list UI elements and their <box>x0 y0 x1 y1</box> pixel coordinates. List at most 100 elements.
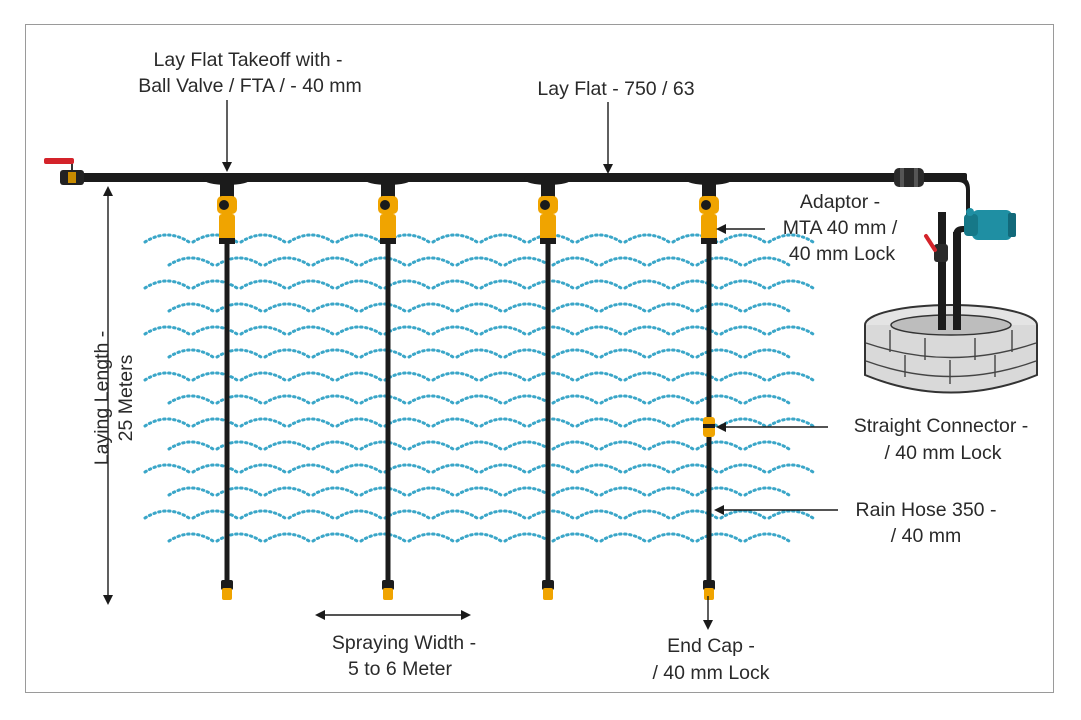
spray-arc <box>167 532 215 543</box>
spray-arc <box>479 233 527 244</box>
spray-arc <box>695 394 743 405</box>
spray-arc <box>311 256 359 267</box>
spray-arc <box>551 394 599 405</box>
spray-arc <box>383 371 431 382</box>
end-cap-lock <box>542 580 554 590</box>
spray-arc <box>215 440 263 451</box>
spray-arc <box>287 463 335 474</box>
spray-arc <box>743 486 791 497</box>
spray-arc <box>575 371 623 382</box>
rain-hose-3 <box>524 173 572 600</box>
rainhose-label-line1: Rain Hose 350 - <box>856 499 997 521</box>
end-cap-icon <box>704 588 714 600</box>
spray-arc <box>167 348 215 359</box>
takeoff-label-line2: Ball Valve / FTA / - 40 mm <box>138 75 362 97</box>
spray-arc <box>311 302 359 313</box>
spray-arc <box>527 463 575 474</box>
spray-arc <box>599 440 647 451</box>
spray-arc <box>143 371 191 382</box>
pipe-coupler-icon <box>894 168 924 187</box>
spray-arc <box>743 348 791 359</box>
spray-arc <box>167 394 215 405</box>
spray-arc <box>407 256 455 267</box>
spray-arc <box>719 463 767 474</box>
spray-arc <box>575 233 623 244</box>
spray-arc <box>239 371 287 382</box>
spray-arc <box>383 417 431 428</box>
spray-arc <box>455 256 503 267</box>
spray-arc <box>383 325 431 336</box>
spray-arc <box>647 486 695 497</box>
spray-arc <box>407 486 455 497</box>
spray-arc <box>335 509 383 520</box>
spray-arc <box>455 532 503 543</box>
spray-arc <box>455 440 503 451</box>
rainhose-label-line2: / 40 mm <box>891 525 961 547</box>
spray-arc <box>527 509 575 520</box>
spray-arc <box>359 486 407 497</box>
spray-arc <box>143 463 191 474</box>
adaptor-label-line1: Adaptor - <box>800 191 880 213</box>
spray-arc <box>551 256 599 267</box>
spray-arc <box>647 302 695 313</box>
spray-arc <box>575 417 623 428</box>
takeoff-saddle-icon <box>524 173 572 185</box>
spray-arc <box>431 463 479 474</box>
spray-arc <box>695 256 743 267</box>
spray-arc <box>695 302 743 313</box>
valve-knob-icon <box>380 200 390 210</box>
spray-arc <box>455 394 503 405</box>
spray-arc <box>719 325 767 336</box>
spray-arc <box>623 509 671 520</box>
spray-arc <box>503 532 551 543</box>
connector-label-line1: Straight Connector - <box>854 415 1029 437</box>
adaptor-lock-ring <box>219 238 235 244</box>
spray-arc <box>527 371 575 382</box>
spray-arc <box>647 348 695 359</box>
laying-label-line2: 25 Meters <box>115 354 137 441</box>
spray-arc <box>527 233 575 244</box>
spray-arc <box>695 348 743 359</box>
spray-arc <box>239 417 287 428</box>
adaptor-lock-ring <box>540 238 556 244</box>
rain-hose-line <box>224 244 230 582</box>
spray-arc <box>431 233 479 244</box>
spray-arc <box>743 394 791 405</box>
spray-arc <box>359 348 407 359</box>
spray-arc <box>191 325 239 336</box>
spray-arc <box>575 325 623 336</box>
spray-arc <box>215 486 263 497</box>
spray-arc <box>383 509 431 520</box>
spray-arc <box>287 279 335 290</box>
spray-arc <box>431 279 479 290</box>
spray-arc <box>479 371 527 382</box>
takeoff-label-line1: Lay Flat Takeoff with - <box>154 49 343 71</box>
spray-arc <box>575 509 623 520</box>
spray-arc <box>431 371 479 382</box>
spray-arc <box>407 440 455 451</box>
spray-arc <box>767 371 815 382</box>
spray-arc <box>623 417 671 428</box>
spray-arc <box>695 532 743 543</box>
spraying-label-line1: Spraying Width - <box>332 632 476 654</box>
inlet-ball-valve-icon <box>44 158 84 185</box>
spray-arc <box>719 417 767 428</box>
spray-arc <box>671 463 719 474</box>
spray-arc <box>335 233 383 244</box>
rain-hoses <box>203 173 733 600</box>
spray-arc <box>215 532 263 543</box>
spray-arc <box>239 509 287 520</box>
spray-arc <box>407 302 455 313</box>
pump-valve-icon <box>924 234 948 262</box>
spray-arc <box>215 348 263 359</box>
spray-arc <box>431 417 479 428</box>
spray-arc <box>503 348 551 359</box>
spray-arc <box>623 233 671 244</box>
spray-arc <box>527 279 575 290</box>
spray-arc <box>311 532 359 543</box>
spray-arc <box>455 486 503 497</box>
spray-arc <box>215 394 263 405</box>
spray-arc <box>599 394 647 405</box>
valve-knob-icon <box>219 200 229 210</box>
valve-knob-icon <box>701 200 711 210</box>
